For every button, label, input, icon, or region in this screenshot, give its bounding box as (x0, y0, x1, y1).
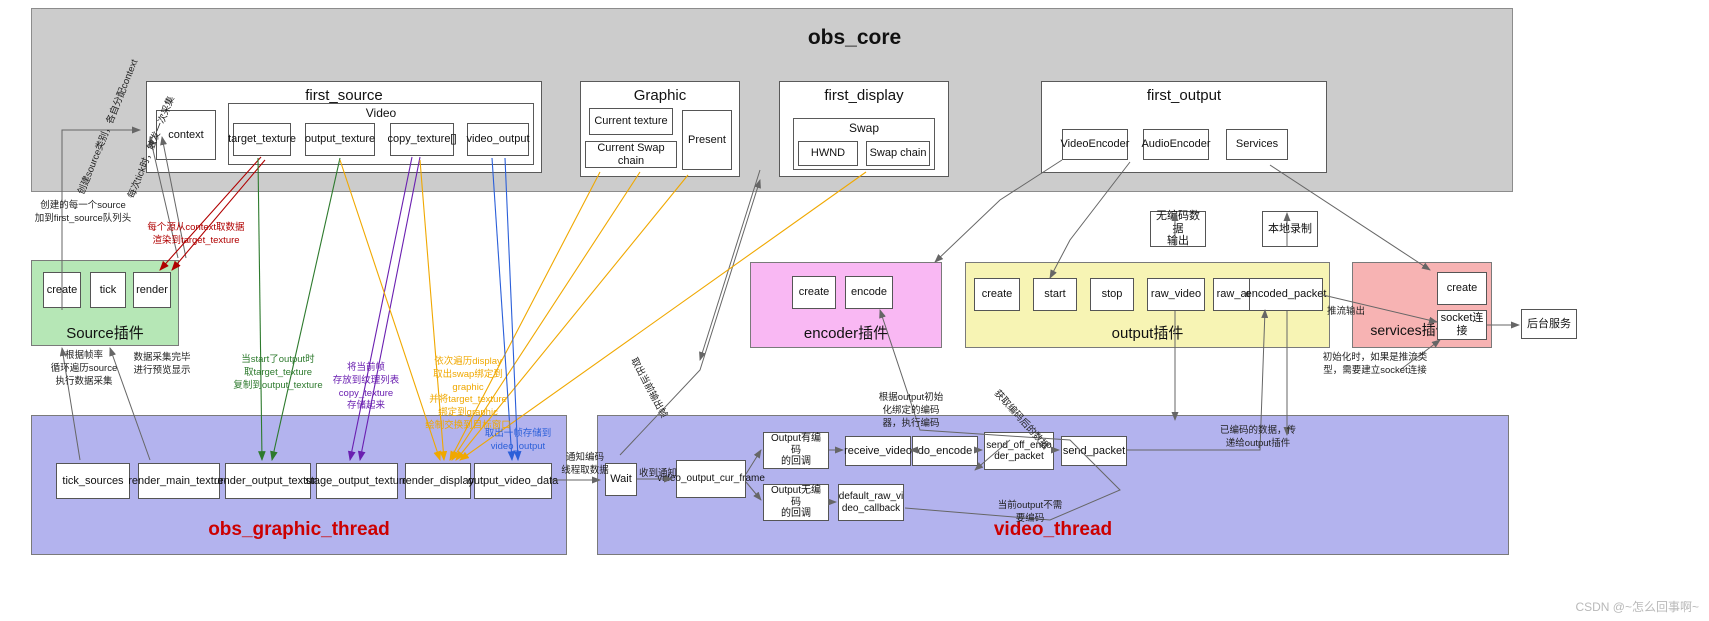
group-first-output-title: first_output (1146, 87, 1222, 104)
note-create-source-queue: 创建的每一个source 加到first_source队列头 (34, 200, 132, 224)
box-present[interactable]: Present (682, 110, 732, 170)
box-backend-service[interactable]: 后台服务 (1521, 309, 1577, 339)
note-output-bound-encoder: 根据output初始 化绑定的编码 器，执行编码 (878, 392, 944, 429)
box-wait[interactable]: Wait (605, 463, 637, 496)
group-first-source-title: first_source (305, 87, 383, 104)
group-first-display-title: first_display (824, 87, 904, 104)
box-output-raw-callback[interactable]: Output无编码 的回调 (763, 484, 829, 521)
group-graphic-title: Graphic (633, 87, 687, 104)
box-output-texture[interactable]: output_texture (305, 123, 375, 156)
box-render-display[interactable]: render_display (402, 463, 474, 499)
box-hwnd[interactable]: HWND (798, 141, 858, 166)
box-source-render[interactable]: render (133, 272, 171, 308)
box-encoder-create[interactable]: create (792, 276, 836, 309)
box-tick-sources[interactable]: tick_sources (56, 463, 130, 499)
obs-core-title: obs_core (807, 26, 902, 49)
box-services-socket[interactable]: socket连接 (1437, 310, 1487, 340)
note-collect-preview: 数据采集完毕 进行预览显示 (133, 352, 191, 376)
note-start-output-copy: 当start了output时 取target_texture 复制到output… (233, 354, 323, 391)
note-push-stream-output: 推流输出 (1326, 306, 1365, 317)
note-display-swap-graphic: 依次遍历display 取出swap绑定到 graphic 并将target_t… (425, 356, 511, 432)
note-no-encode-needed: 当前output不需 要编码 (997, 500, 1063, 524)
note-take-frame-video-output: 取出一帧存储到 video_output (484, 428, 552, 452)
box-output-video-data[interactable]: output_video_data (468, 463, 558, 499)
region-encoder-plugin-title: encoder插件 (803, 325, 889, 342)
box-output-create[interactable]: create (974, 278, 1020, 311)
box-output-raw-video[interactable]: raw_video (1147, 278, 1205, 311)
region-output-plugin-title: output插件 (1111, 325, 1184, 342)
box-stage-output-texture[interactable]: stage_output_texture (305, 463, 409, 499)
box-output-encoded-packet[interactable]: encoded_packet (1246, 278, 1326, 311)
group-swap-title: Swap (848, 121, 880, 135)
box-source-tick[interactable]: tick (90, 272, 126, 308)
note-init-push-type: 初始化时，如果是推流类 型，需要建立socket连接 (1322, 352, 1428, 376)
watermark: CSDN @~怎么回事啊~ (1575, 600, 1699, 614)
box-video-encoder[interactable]: VideoEncoder (1061, 129, 1129, 160)
region-video-thread-title: video_thread (993, 519, 1113, 540)
box-output-start[interactable]: start (1033, 278, 1077, 311)
box-local-record[interactable]: 本地录制 (1262, 211, 1318, 247)
note-encoded-to-output: 已编码的数据，传 递给output插件 (1219, 425, 1296, 449)
box-source-create[interactable]: create (43, 272, 81, 308)
region-services-plugin-title: services插件 (1370, 322, 1450, 338)
box-services-create[interactable]: create (1437, 272, 1487, 305)
box-do-encode[interactable]: do_encode (912, 436, 978, 466)
box-send-packet[interactable]: send_packet (1061, 436, 1127, 466)
box-receive-video[interactable]: receive_video (844, 436, 912, 466)
note-received-notify: 收到通知 (638, 468, 677, 479)
box-current-swap-chain[interactable]: Current Swap chain (585, 141, 677, 168)
note-take-current-output-frame: 取出当前输出帧 (628, 356, 670, 420)
box-default-raw-video-callback[interactable]: default_raw_vi deo_callback (838, 484, 904, 521)
note-render-target: 每个源从context取数据 渲染到target_texture (147, 222, 245, 246)
note-frame-rate-loop: 根据帧率 循环遍历source 执行数据采集 (50, 350, 118, 387)
box-video-output[interactable]: video_output (467, 123, 530, 156)
group-video-title: Video (365, 106, 397, 120)
box-render-output-texture[interactable]: render_output_texture (214, 463, 322, 499)
note-copy-texture-store: 将当前帧 存放到纹理列表 copy_texture 存储起来 (332, 362, 400, 412)
region-graphic-thread-title: obs_graphic_thread (208, 519, 390, 540)
box-render-main-texture[interactable]: render_main_texture (128, 463, 230, 499)
box-swap-chain[interactable]: Swap chain (866, 141, 930, 166)
box-services[interactable]: Services (1226, 129, 1288, 160)
box-video-output-cur-frame[interactable]: video_output_cur_frame (657, 460, 765, 498)
note-notify-encode-thread: 通知编码 线程取数据 (561, 452, 609, 476)
box-current-texture[interactable]: Current texture (589, 108, 673, 135)
note-encoded-data: 获取编码后的数据 (990, 388, 1051, 452)
box-target-texture[interactable]: target_texture (228, 123, 296, 156)
box-copy-texture[interactable]: copy_texture[] (387, 123, 457, 156)
box-no-encode-output[interactable]: 无编码数据 输出 (1150, 210, 1206, 247)
box-audio-encoder[interactable]: AudioEncoder (1141, 129, 1211, 160)
region-source-plugin-title: Source插件 (66, 325, 144, 342)
box-output-stop[interactable]: stop (1090, 278, 1134, 311)
box-output-encoded-callback[interactable]: Output有编码 的回调 (763, 432, 829, 469)
box-encoder-encode[interactable]: encode (845, 276, 893, 309)
